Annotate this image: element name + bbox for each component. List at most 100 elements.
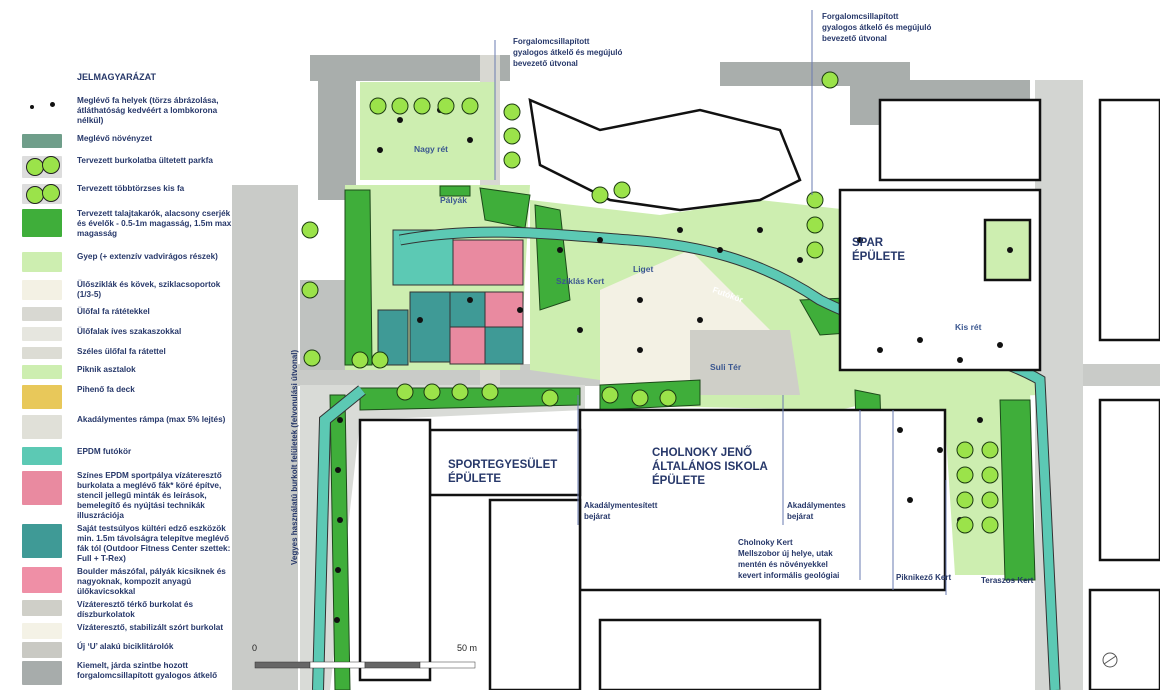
svg-text:Akadálymentes: Akadálymentes [787, 501, 846, 510]
area-sziklas-kert: Sziklás Kert [556, 276, 604, 286]
legend-swatch [22, 567, 62, 593]
legend-item-label: Tervezett burkolatba ültetett parkfa [77, 156, 213, 165]
legend-item-label: Tervezett többtörzses kis fa [77, 184, 185, 193]
legend-swatch [22, 415, 62, 439]
existing-tree-icon [907, 497, 913, 503]
new-tree-icon [981, 491, 999, 509]
new-tree-icon [503, 127, 521, 145]
existing-tree-icon [335, 567, 341, 573]
new-tree-icon [413, 97, 431, 115]
new-tree-icon [461, 97, 479, 115]
new-tree-icon [371, 351, 389, 369]
scale-bar: 0 50 m [252, 643, 477, 669]
legend-swatch [22, 327, 62, 341]
legend-item: Pihenő fa deck [22, 385, 237, 409]
new-tree-icon [541, 389, 559, 407]
new-tree-icon [369, 97, 387, 115]
legend-item: Vízáteresztő térkő burkolat és díszburko… [22, 600, 237, 620]
existing-tree-icon [337, 417, 343, 423]
svg-text:bejárat: bejárat [787, 512, 814, 521]
new-tree-icon [631, 389, 649, 407]
legend-item-label: Saját testsúlyos kültéri edző eszközök m… [77, 524, 231, 563]
legend-item: Színes EPDM sportpálya vízáteresztő burk… [22, 471, 237, 521]
new-tree-icon [591, 186, 609, 204]
svg-text:ÁLTALÁNOS ISKOLA: ÁLTALÁNOS ISKOLA [652, 460, 768, 473]
legend-swatch [22, 96, 62, 122]
legend-item: Ülőfalak íves szakaszokkal [22, 327, 237, 341]
existing-tree-icon [377, 147, 383, 153]
new-tree-icon [981, 516, 999, 534]
new-tree-icon [821, 71, 839, 89]
existing-tree-icon [577, 327, 583, 333]
legend-item-label: Ülőfalak íves szakaszokkal [77, 327, 182, 336]
svg-text:50 m: 50 m [457, 643, 477, 653]
svg-text:ÉPÜLETE: ÉPÜLETE [652, 474, 705, 487]
svg-text:bevezető útvonal: bevezető útvonal [513, 59, 578, 68]
new-tree-icon [451, 383, 469, 401]
svg-text:0: 0 [252, 643, 257, 653]
new-tree-icon [806, 241, 824, 259]
svg-text:ÉPÜLETE: ÉPÜLETE [448, 472, 501, 485]
new-trees [301, 71, 999, 534]
svg-text:gyalogos átkelő és megújuló: gyalogos átkelő és megújuló [513, 48, 622, 57]
new-tree-icon [391, 97, 409, 115]
building-sport-label: SPORTEGYESÜLET ÉPÜLETE [448, 458, 557, 485]
legend-item: Meglévő fa helyek (törzs ábrázolása, átl… [22, 96, 237, 126]
legend-item-label: Ülőfal fa rátétekkel [77, 307, 150, 316]
building-spar-label: SPAR ÉPÜLETE [852, 237, 905, 263]
svg-text:bejárat: bejárat [584, 512, 611, 521]
legend-item: Ülősziklák és kövek, sziklacsoportok (1/… [22, 280, 237, 300]
legend-item: Új ‘U’ alakú biciklitárolók [22, 642, 237, 658]
annotation-entrance-2: Akadálymentes bejárat [787, 501, 846, 521]
new-tree-icon [396, 383, 414, 401]
legend-item: Boulder mászófal, pályák kicsiknek és na… [22, 567, 237, 597]
svg-text:Forgalomcsillapított: Forgalomcsillapított [822, 12, 899, 21]
new-tree-icon [301, 281, 319, 299]
legend-item-label: Piknik asztalok [77, 365, 136, 374]
svg-text:gyalogos átkelő és megújuló: gyalogos átkelő és megújuló [822, 23, 931, 32]
legend-item-label: Tervezett talajtakarók, alacsony cserjék… [77, 209, 232, 238]
new-tree-icon [806, 191, 824, 209]
existing-tree-icon [467, 137, 473, 143]
svg-text:Mellszobor új helye, utak: Mellszobor új helye, utak [738, 549, 833, 558]
existing-tree-icon [977, 417, 983, 423]
legend-item-label: Vízáteresztő, stabilizált szórt burkolat [77, 623, 224, 632]
annotation-piknikezo-kert: Piknikező Kert [896, 573, 951, 582]
legend-item: Saját testsúlyos kültéri edző eszközök m… [22, 524, 237, 564]
new-tree-icon [481, 383, 499, 401]
existing-tree-icon [917, 337, 923, 343]
north-arrow-icon [1102, 652, 1118, 668]
legend-item-label: Meglévő fa helyek (törzs ábrázolása, átl… [77, 96, 219, 125]
new-tree-icon [423, 383, 441, 401]
new-tree-icon [351, 351, 369, 369]
legend-item-label: Széles ülőfal fa rátettel [77, 347, 166, 356]
legend-item: Tervezett burkolatba ültetett parkfa [22, 156, 237, 178]
legend-swatch [22, 642, 62, 658]
legend-item-label: Boulder mászófal, pályák kicsiknek és na… [77, 567, 226, 596]
svg-text:Akadálymentesített: Akadálymentesített [584, 501, 658, 510]
existing-trees [334, 107, 1013, 623]
existing-tree-icon [517, 307, 523, 313]
new-tree-icon [981, 466, 999, 484]
svg-text:CHOLNOKY JENŐ: CHOLNOKY JENŐ [652, 446, 752, 459]
existing-tree-icon [857, 237, 863, 243]
existing-tree-icon [334, 617, 340, 623]
existing-tree-icon [335, 467, 341, 473]
existing-tree-icon [897, 427, 903, 433]
legend-item-label: Vízáteresztő térkő burkolat és díszburko… [77, 600, 194, 619]
legend-swatch [22, 209, 62, 237]
legend-swatch [22, 661, 62, 685]
buildings [358, 97, 1160, 690]
legend-swatch [22, 385, 62, 409]
new-tree-icon [613, 181, 631, 199]
new-tree-icon [503, 151, 521, 169]
legend-item-label: Kiemelt, járda szintbe hozott forgalomcs… [77, 661, 218, 680]
existing-tree-icon [597, 237, 603, 243]
legend-swatch [22, 471, 62, 505]
annotation-teraszos-kert: Teraszos Kert [981, 576, 1034, 585]
svg-text:bevezető útvonal: bevezető útvonal [822, 34, 887, 43]
annotation-vertical-path: Vegyes használatú burkolt felületek (fel… [290, 350, 299, 566]
legend-item: Tervezett többtörzses kis fa [22, 184, 237, 204]
new-tree-icon [956, 491, 974, 509]
legend-item-label: Pihenő fa deck [77, 385, 135, 394]
